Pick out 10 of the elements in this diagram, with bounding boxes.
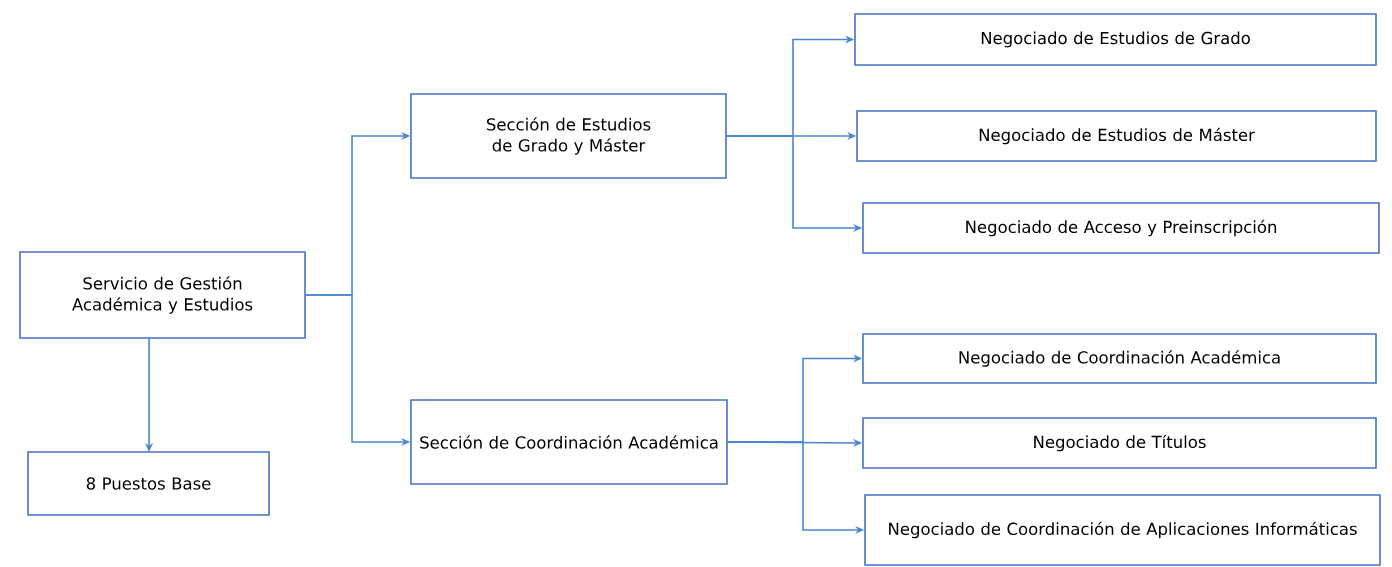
org-box: Servicio de Gestión Académica y Estudios	[19, 251, 306, 339]
org-box: Sección de Coordinación Académica	[410, 399, 728, 485]
org-box: Negociado de Acceso y Preinscripción	[862, 202, 1380, 254]
org-box: Sección de Estudios de Grado y Máster	[410, 93, 727, 179]
org-box: Negociado de Títulos	[862, 417, 1377, 469]
org-box: Negociado de Coordinación de Aplicaciones Informáticas	[864, 494, 1381, 566]
org-box: Negociado de Estudios de Grado	[854, 13, 1377, 66]
org-box: Negociado de Estudios de Máster	[856, 110, 1377, 162]
org-box: 8 Puestos Base	[27, 451, 270, 516]
org-box: Negociado de Coordinación Académica	[862, 333, 1377, 384]
